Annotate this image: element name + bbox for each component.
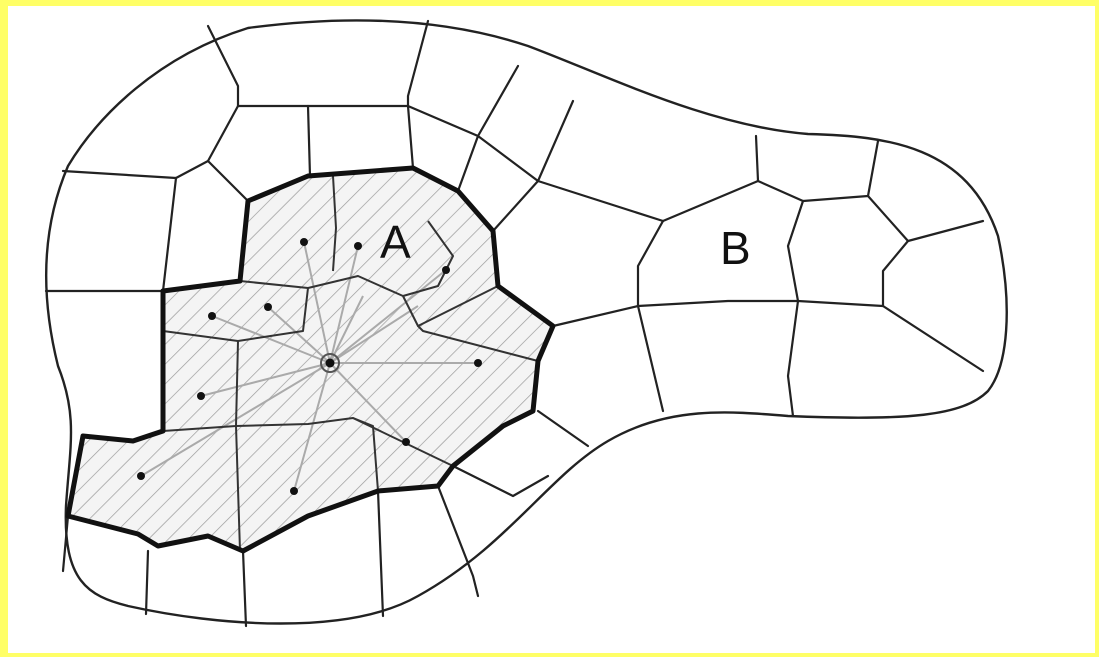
partition-diagram: A B xyxy=(8,6,1095,653)
label-b: B xyxy=(720,222,751,274)
diagram-canvas: A B xyxy=(8,6,1095,653)
label-a: A xyxy=(380,216,411,268)
